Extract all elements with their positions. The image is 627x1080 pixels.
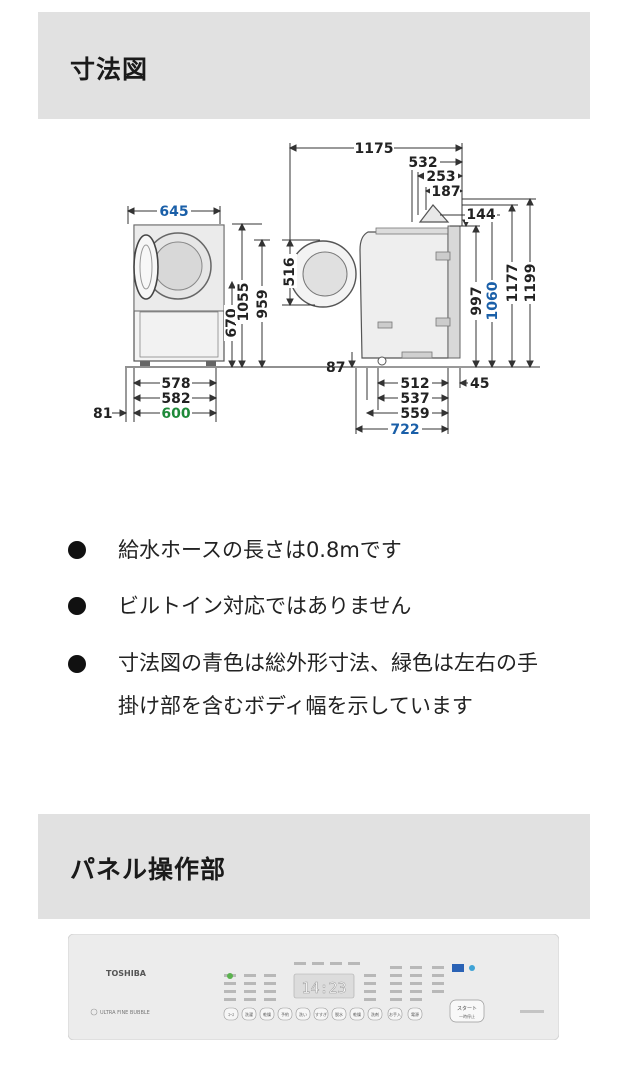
dim-front-width: 645: [159, 204, 188, 220]
panel-button[interactable]: 乾燥: [263, 1011, 271, 1017]
dimensions-title: 寸法図: [70, 55, 149, 84]
dimensions-section-header: 寸法図: [38, 12, 590, 119]
panel-brand: TOSHIBA: [106, 969, 147, 978]
panel-display-value: 14:23: [301, 979, 346, 997]
dim-bottom-45: 45: [470, 376, 489, 392]
panel-section-header: パネル操作部: [38, 814, 590, 919]
badge-icon: [452, 964, 464, 972]
dim-base-87: 87: [326, 360, 345, 376]
dim-top-187: 187: [431, 184, 460, 200]
panel-button[interactable]: 乾燥: [353, 1011, 361, 1017]
dim-side-1177: 1177: [505, 264, 521, 303]
note-text: ビルトイン対応ではありません: [118, 594, 412, 618]
dim-side-1060: 1060: [485, 281, 501, 320]
start-button[interactable]: [449, 999, 485, 1023]
bullet-icon: [68, 597, 86, 615]
wifi-icon: [469, 965, 475, 971]
note-text: 給水ホースの長さは0.8mです: [118, 538, 402, 562]
eco-indicator-icon: [227, 973, 233, 979]
dim-side-997: 997: [469, 286, 485, 315]
start-button-sublabel: 一時停止: [459, 1013, 475, 1019]
panel-button[interactable]: 洗い: [299, 1011, 307, 1017]
dim-bottom-722: 722: [390, 422, 419, 438]
dim-front-578: 578: [161, 376, 190, 392]
side-view-machine: [359, 204, 461, 366]
dim-front-600: 600: [161, 406, 190, 422]
dim-front-1055: 1055: [236, 283, 252, 322]
panel-button[interactable]: 洗濯: [245, 1011, 253, 1017]
note-item: ビルトイン対応ではありません: [68, 586, 558, 626]
panel-display: [293, 973, 355, 999]
bullet-icon: [68, 541, 86, 559]
panel-sub-brand: ULTRA FINE BUBBLE: [100, 1010, 150, 1016]
panel-title: パネル操作部: [70, 855, 227, 884]
panel-button[interactable]: お手入: [389, 1011, 401, 1017]
note-text: 寸法図の青色は総外形寸法、緑色は左右の手掛け部を含むボディ幅を示しています: [118, 651, 538, 718]
dim-bottom-537: 537: [400, 391, 429, 407]
dim-front-959: 959: [255, 289, 271, 318]
dim-bottom-559: 559: [400, 406, 429, 422]
dim-front-81: 81: [93, 406, 112, 422]
dim-side-1199: 1199: [523, 264, 539, 303]
note-item: 寸法図の青色は総外形寸法、緑色は左右の手掛け部を含むボディ幅を示しています: [68, 642, 558, 728]
dim-front-bottom-lines: [112, 368, 218, 422]
control-panel-image: TOSHIBA ULTRA FINE BUBBLE 14:23 ｺｰｽ 洗濯 乾…: [68, 934, 559, 1040]
notes-list: 給水ホースの長さは0.8mです ビルトイン対応ではありません 寸法図の青色は総外…: [68, 530, 558, 744]
panel-button[interactable]: 電源: [411, 1011, 419, 1017]
panel-button[interactable]: 予約: [281, 1011, 289, 1017]
panel-button[interactable]: 脱水: [335, 1011, 343, 1017]
dim-top-253: 253: [426, 169, 455, 185]
bullet-icon: [68, 655, 86, 673]
dim-top-532: 532: [408, 155, 437, 171]
dim-bottom-512: 512: [400, 376, 429, 392]
bubble-icon: [90, 1008, 98, 1016]
start-button-label: スタート: [457, 1005, 477, 1012]
panel-button[interactable]: ｺｰｽ: [228, 1012, 234, 1017]
note-item: 給水ホースの長さは0.8mです: [68, 530, 558, 570]
dimension-diagram: 645 670 1055 959 578 582: [93, 140, 540, 438]
dim-side-144: 144: [466, 207, 495, 223]
dim-top-1175: 1175: [355, 141, 394, 157]
door-view: [289, 240, 357, 308]
dim-front-582: 582: [161, 391, 190, 407]
dim-door-516: 516: [282, 257, 298, 286]
panel-button[interactable]: すすぎ: [315, 1011, 327, 1017]
panel-button[interactable]: 洗剤: [371, 1011, 379, 1017]
front-view-machine: [133, 224, 225, 366]
